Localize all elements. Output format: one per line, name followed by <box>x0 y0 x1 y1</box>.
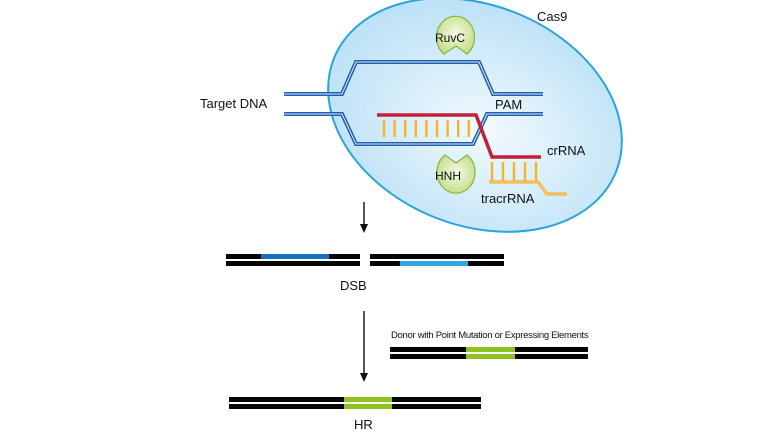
target-dna-top-strand <box>284 60 543 96</box>
ruvc-domain: RuvC <box>435 15 476 55</box>
step-arrow-1 <box>360 202 368 233</box>
dsb-label: DSB <box>340 278 367 293</box>
tracrrna-label: tracrRNA <box>481 191 535 206</box>
pam-label: PAM <box>495 97 522 112</box>
hnh-domain: HNH <box>435 154 476 194</box>
dsb-right-fragment <box>370 254 504 266</box>
dsb-left-fragment <box>226 254 360 266</box>
hr-product <box>229 397 481 409</box>
crrna-label: crRNA <box>547 143 586 158</box>
step-arrow-2 <box>360 311 368 382</box>
crrna-strand <box>377 113 541 159</box>
target-dna-label: Target DNA <box>200 96 268 111</box>
crrna-base-pairs <box>382 120 470 137</box>
ruvc-label: RuvC <box>435 31 465 45</box>
hr-label: HR <box>354 417 373 432</box>
cas9-label: Cas9 <box>537 9 567 24</box>
donor-template <box>390 347 588 359</box>
hnh-label: HNH <box>435 169 461 183</box>
target-dna-bottom-strand <box>284 112 543 146</box>
donor-label: Donor with Point Mutation or Expressing … <box>391 330 589 341</box>
tracrrna-base-pairs <box>490 162 538 181</box>
